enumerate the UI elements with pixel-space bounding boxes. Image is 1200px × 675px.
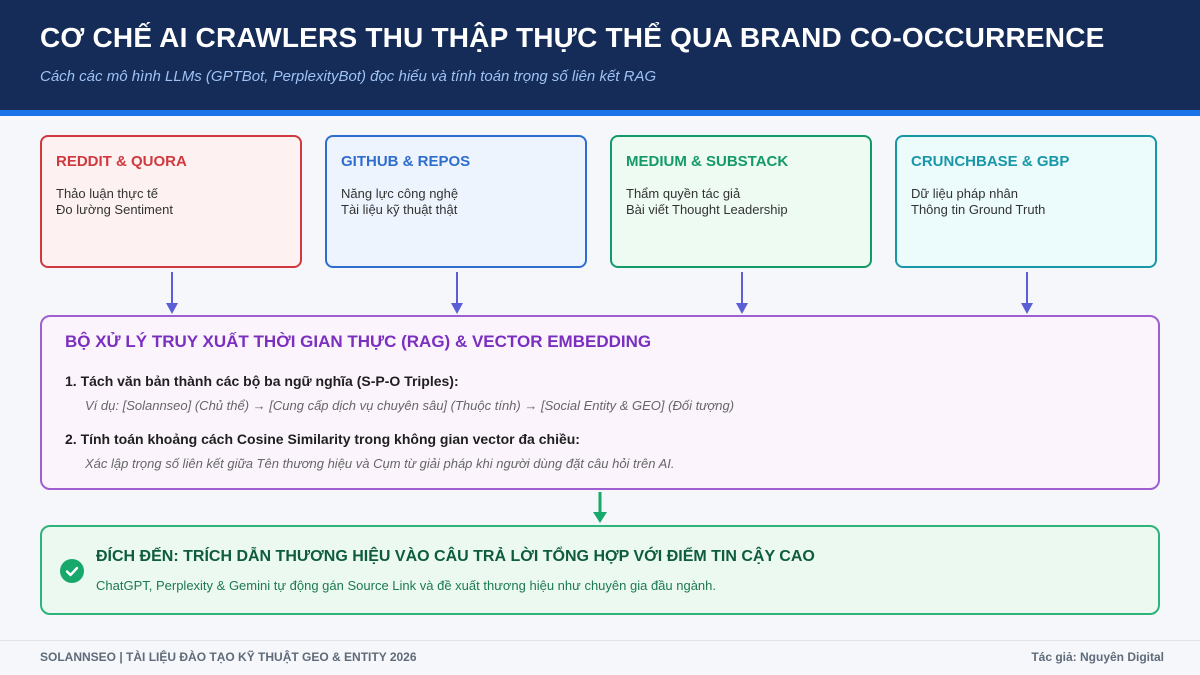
source-line: Thẩm quyền tác giả <box>626 186 741 201</box>
destination-text: ChatGPT, Perplexity & Gemini tự động gán… <box>96 578 717 593</box>
check-circle-icon <box>60 559 84 583</box>
source-line: Thông tin Ground Truth <box>911 202 1046 217</box>
step-2-note: Xác lập trọng số liên kết giữa Tên thươn… <box>85 456 675 471</box>
source-box-github-repos: GITHUB & REPOS Năng lực công nghệ Tài li… <box>325 135 587 268</box>
rag-processor-box: BỘ XỬ LÝ TRUY XUẤT THỜI GIAN THỰC (RAG) … <box>40 315 1160 490</box>
source-box-medium-substack: MEDIUM & SUBSTACK Thẩm quyền tác giả Bài… <box>610 135 872 268</box>
header-banner: CƠ CHẾ AI CRAWLERS THU THẬP THỰC THỂ QUA… <box>0 0 1200 110</box>
source-line: Tài liệu kỹ thuật thật <box>341 202 458 217</box>
source-box-crunchbase-gbp: CRUNCHBASE & GBP Dữ liệu pháp nhân Thông… <box>895 135 1157 268</box>
footer-source: SOLANNSEO | TÀI LIỆU ĐÀO TẠO KỸ THUẬT GE… <box>40 650 417 664</box>
arrow-rag-to-destination <box>593 492 607 523</box>
arrow-reddit-to-rag <box>166 272 178 314</box>
source-title: CRUNCHBASE & GBP <box>911 153 1070 170</box>
destination-box: ĐÍCH ĐẾN: TRÍCH DẪN THƯƠNG HIỆU VÀO CÂU … <box>40 525 1160 615</box>
arrow-github-to-rag <box>451 272 463 314</box>
page-subtitle: Cách các mô hình LLMs (GPTBot, Perplexit… <box>40 68 657 85</box>
header-accent-bar <box>0 110 1200 116</box>
destination-title: ĐÍCH ĐẾN: TRÍCH DẪN THƯƠNG HIỆU VÀO CÂU … <box>96 548 815 565</box>
source-line: Đo lường Sentiment <box>56 202 173 217</box>
source-title: MEDIUM & SUBSTACK <box>626 153 789 170</box>
arrow-medium-to-rag <box>736 272 748 314</box>
source-line: Thảo luận thực tế <box>56 186 158 201</box>
source-line: Năng lực công nghệ <box>341 186 459 201</box>
page-title: CƠ CHẾ AI CRAWLERS THU THẬP THỰC THỂ QUA… <box>40 22 1105 53</box>
source-line: Bài viết Thought Leadership <box>626 202 788 217</box>
arrow-crunchbase-to-rag <box>1021 272 1033 314</box>
source-title: REDDIT & QUORA <box>56 153 187 170</box>
step-1-title: 1. Tách văn bản thành các bộ ba ngữ nghĩ… <box>65 373 459 389</box>
source-box-reddit-quora: REDDIT & QUORA Thảo luận thực tế Đo lườn… <box>40 135 302 268</box>
source-title: GITHUB & REPOS <box>341 153 471 170</box>
step-1-note: Ví dụ: [Solannseo] (Chủ thể) → [Cung cấp… <box>85 398 735 413</box>
footer-divider <box>0 640 1200 641</box>
footer-author: Tác giả: Nguyên Digital <box>1031 650 1164 664</box>
source-line: Dữ liệu pháp nhân <box>911 186 1019 201</box>
step-2-title: 2. Tính toán khoảng cách Cosine Similari… <box>65 431 580 447</box>
rag-title: BỘ XỬ LÝ TRUY XUẤT THỜI GIAN THỰC (RAG) … <box>65 332 652 351</box>
